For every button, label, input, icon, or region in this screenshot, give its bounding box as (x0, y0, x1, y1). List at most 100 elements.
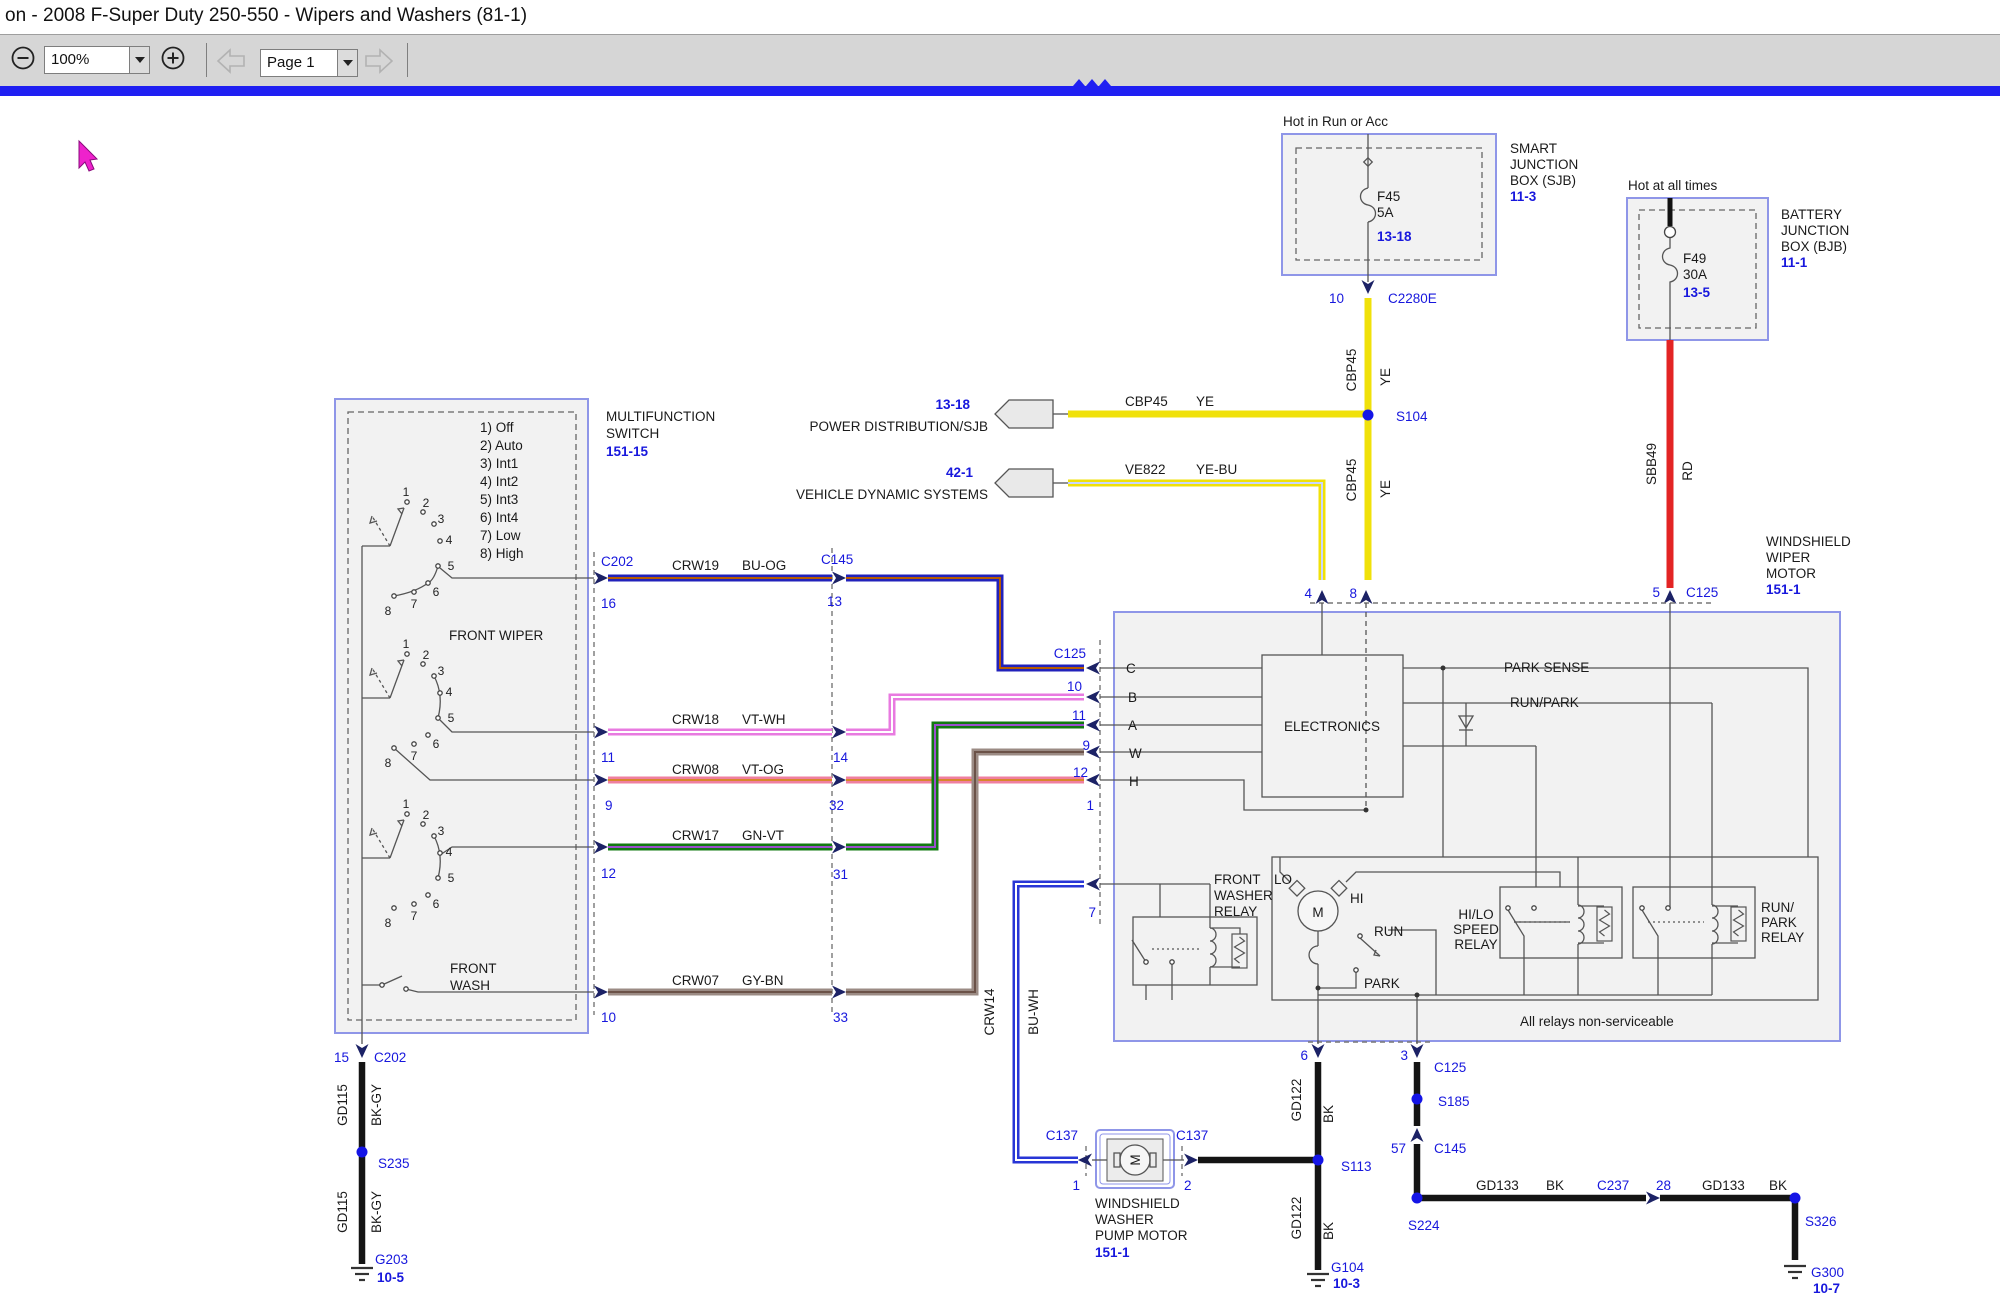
wire-crw19-bu-og (608, 574, 1084, 672)
sw3-d8: 8 (385, 916, 392, 930)
page-dropdown-button[interactable] (337, 50, 357, 76)
power-distribution-flag (994, 399, 1068, 429)
label-c202-bottom: C202 (374, 1050, 406, 1065)
wire-crw17-gn-vt (608, 721, 1084, 851)
sw2-d6: 6 (433, 737, 440, 751)
label-pump-m: M (1128, 1154, 1143, 1165)
hilo-relay-box (1499, 886, 1623, 959)
wiper-motor-box (1113, 611, 1841, 1042)
label-pos-7: 7) Low (480, 528, 521, 543)
label-fwr-1: FRONT (1214, 872, 1261, 887)
smart-junction-box (1281, 133, 1497, 276)
multifunction-switch-box (334, 398, 589, 1034)
label-c2280e: C2280E (1388, 291, 1437, 306)
label-wwm-1: WINDSHIELD (1766, 534, 1851, 549)
label-crw14: CRW14 (982, 988, 997, 1036)
label-wwm-3: MOTOR (1766, 566, 1816, 581)
label-s113: S113 (1341, 1159, 1372, 1174)
toolbar-separator-2 (407, 43, 408, 77)
label-bjb-header: Hot at all times (1628, 178, 1718, 193)
label-bk-a: BK (1321, 1105, 1336, 1123)
label-g203-page: 10-5 (377, 1270, 405, 1285)
label-f49-rating: 30A (1683, 267, 1707, 282)
label-gd133-b: GD133 (1702, 1178, 1745, 1193)
label-bk-c: BK (1546, 1178, 1564, 1193)
zoom-dropdown-button[interactable] (129, 47, 149, 73)
label-sbb49: SBB49 (1644, 443, 1659, 485)
sw1-d6: 6 (433, 585, 440, 599)
label-pos-6: 6) Int4 (480, 510, 519, 525)
label-electronics: ELECTRONICS (1284, 719, 1380, 734)
next-page-button[interactable] (360, 47, 396, 75)
label-hlr-3: RELAY (1454, 937, 1497, 952)
sw1-d8: 8 (385, 604, 392, 618)
label-bjb-2: JUNCTION (1781, 223, 1849, 238)
label-r2-pinl: 11 (601, 750, 615, 765)
label-f49-ref: 13-5 (1683, 285, 1711, 300)
label-cbp45-lower: CBP45 (1344, 459, 1359, 502)
zoom-select[interactable]: 100% (44, 46, 150, 74)
label-r4-circuit: CRW17 (672, 828, 719, 843)
label-s104: S104 (1396, 409, 1428, 424)
mouse-cursor (78, 139, 99, 172)
label-c125-bottom: C125 (1434, 1060, 1466, 1075)
divider-bar-teeth (1073, 79, 1111, 86)
label-r5-circuit: CRW07 (672, 973, 719, 988)
label-pin4: 4 (1304, 586, 1312, 601)
label-ve822: VE822 (1125, 462, 1166, 477)
label-s224: S224 (1408, 1218, 1440, 1233)
label-rpr-2: PARK (1761, 915, 1797, 930)
label-pin28: 28 (1656, 1178, 1671, 1193)
label-pin3: 3 (1400, 1048, 1408, 1063)
sw2-d2: 2 (423, 648, 430, 662)
label-g300-page: 10-7 (1813, 1281, 1840, 1296)
label-g203: G203 (375, 1252, 408, 1267)
zoom-value: 100% (51, 51, 90, 68)
label-r2-pinr: 14 (833, 750, 849, 765)
label-run-park: RUN/PARK (1510, 695, 1579, 710)
wire-crw18-vt-wh (608, 693, 1084, 736)
label-c145-lower: C145 (1434, 1141, 1466, 1156)
label-p10: 10 (1067, 679, 1082, 694)
zoom-in-button[interactable] (160, 45, 186, 71)
sw1-d5: 5 (448, 559, 455, 573)
divider-bar (0, 86, 2000, 96)
label-r4-pinl: 12 (601, 866, 616, 881)
chevron-down-icon (135, 57, 145, 63)
label-p1: 1 (1086, 798, 1094, 813)
label-g104: G104 (1331, 1260, 1365, 1275)
label-r5-color: GY-BN (742, 973, 784, 988)
sw3-d3: 3 (438, 824, 445, 838)
previous-page-button[interactable] (214, 47, 250, 75)
label-r2-circuit: CRW18 (672, 712, 719, 727)
page-select[interactable]: Page 1 (260, 49, 358, 77)
label-mfs-1: MULTIFUNCTION (606, 409, 715, 424)
label-s185: S185 (1438, 1094, 1470, 1109)
label-cbp45-upper: CBP45 (1344, 349, 1359, 392)
sw3-d2: 2 (423, 808, 430, 822)
label-r4-pinr: 31 (833, 867, 848, 882)
label-hlr-1: HI/LO (1458, 907, 1493, 922)
vehicle-dynamics-flag (994, 468, 1068, 498)
label-relay-note: All relays non-serviceable (1520, 1014, 1674, 1029)
sw1-d2: 2 (423, 496, 430, 510)
label-r3-pinr: 32 (829, 798, 844, 813)
label-pd: POWER DISTRIBUTION/SJB (809, 419, 988, 434)
label-pin15: 15 (334, 1050, 349, 1065)
label-rpr-1: RUN/ (1761, 900, 1794, 915)
label-c237: C237 (1597, 1178, 1629, 1193)
label-ye-h: YE (1196, 394, 1214, 409)
label-s326: S326 (1805, 1214, 1837, 1229)
label-g300: G300 (1811, 1265, 1844, 1280)
runpark-relay-box (1632, 886, 1756, 959)
arrow-right-icon (365, 48, 394, 74)
label-bjb-1: BATTERY (1781, 207, 1842, 222)
label-bkgy-b: BK-GY (369, 1191, 384, 1233)
zoom-out-button[interactable] (10, 45, 36, 71)
label-front-wiper: FRONT WIPER (449, 628, 544, 643)
battery-junction-box (1626, 197, 1769, 341)
toolbar: 100% Page 1 (0, 34, 2000, 87)
label-sjb-header: Hot in Run or Acc (1283, 114, 1388, 129)
sw3-d5: 5 (448, 871, 455, 885)
